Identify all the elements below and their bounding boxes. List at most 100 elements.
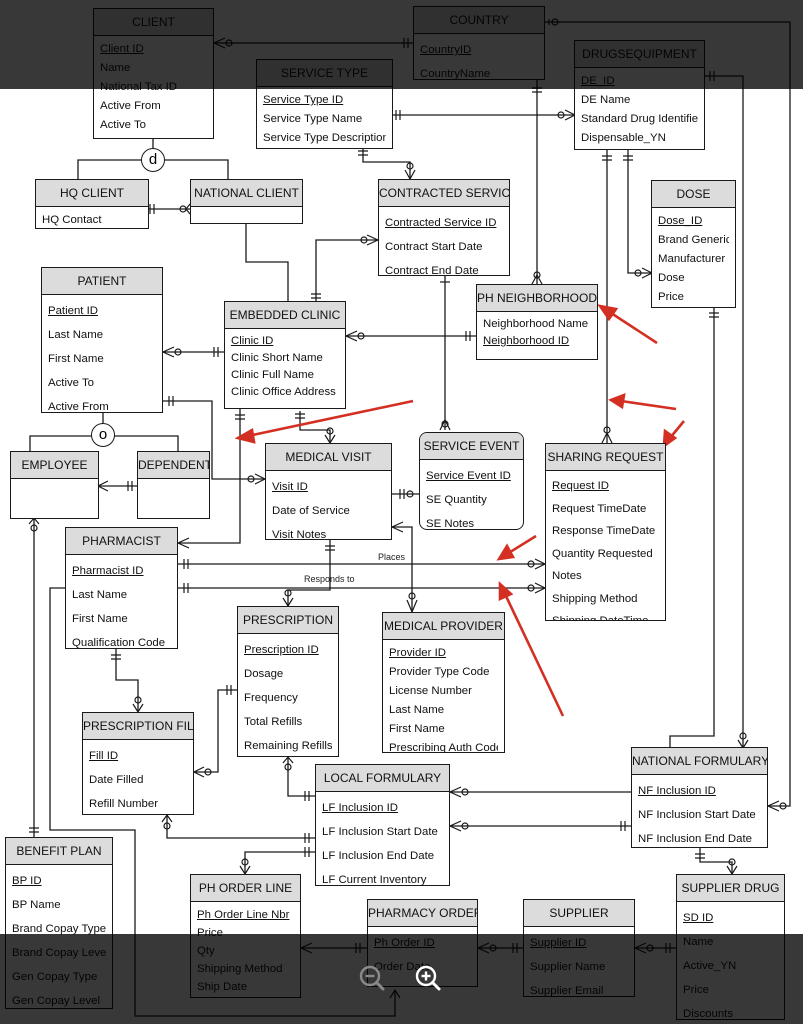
entity-title: SERVICE EVENT [420, 433, 523, 460]
primary-key-attribute: BP ID [12, 875, 42, 887]
entity-attribute: Standard Drug Identifier [581, 113, 698, 125]
entity-title: SHARING REQUEST [546, 444, 665, 471]
entity-attribute: Service Type Name [263, 113, 363, 125]
entity-title: PRESCRIPTION [238, 607, 338, 634]
entity-title: PH NEIGHBORHOOD [477, 285, 597, 312]
entity-attribute: Active To [48, 377, 95, 389]
entity-attribute: Active To [100, 119, 147, 131]
primary-key-attribute: Service Event ID [426, 470, 511, 482]
entity-title: PHARMACIST [66, 528, 177, 555]
entity-title: DOSE [652, 181, 735, 208]
entity-title: CONTRACTED SERVICE [379, 180, 509, 207]
entity-attribute: Dispensable_YN [581, 132, 666, 144]
entity-attribute: Active From [48, 401, 109, 413]
entity-attribute: Shipping DateTime [552, 615, 649, 621]
entity-attribute: First Name [72, 613, 128, 625]
entity-national-client[interactable]: NATIONAL CLIENT [190, 179, 303, 224]
entity-attribute: Contract End Date [385, 265, 479, 276]
entity-attribute: Last Name [48, 329, 104, 341]
entity-attribute: Last Name [389, 704, 445, 716]
entity-attribute: Visit Notes [272, 529, 327, 540]
entity-attribute: LF Current Inventory [322, 874, 427, 886]
overlapping-marker: o [91, 423, 115, 447]
entity-title: SUPPLIER [524, 900, 634, 927]
entity-title: LOCAL FORMULARY [316, 765, 449, 792]
entity-attribute: Date Filled [89, 774, 144, 786]
primary-key-attribute: Contracted Service ID [385, 217, 497, 229]
primary-key-attribute: Neighborhood ID [483, 335, 570, 347]
primary-key-attribute: Ph Order Line Nbr [197, 909, 290, 921]
viewer-top-overlay [0, 0, 803, 89]
entity-attribute: Clinic Office Address [231, 386, 336, 398]
entity-attribute: Qualification Code [72, 637, 166, 649]
responds-to-label: Responds to [304, 574, 355, 584]
entity-attribute: SE Notes [426, 518, 475, 530]
primary-key-attribute: LF Inclusion ID [322, 802, 398, 814]
entity-title: MEDICAL VISIT [266, 444, 391, 471]
primary-key-attribute: Patient ID [48, 305, 99, 317]
zoom-out-icon[interactable] [358, 964, 386, 992]
entity-attribute: Dosage [244, 668, 284, 680]
primary-key-attribute: Fill ID [89, 750, 119, 762]
entity-title: BENEFIT PLAN [6, 838, 112, 865]
entity-title: DEPENDENT [138, 452, 209, 479]
viewer-bottom-toolbar [0, 934, 803, 1024]
entity-attribute: Neighborhood Name [483, 318, 589, 330]
entity-service-event[interactable]: SERVICE EVENT Service Event ID SE Quantity… [419, 432, 524, 530]
entity-attribute: Shipping Method [552, 592, 638, 605]
entity-attribute: Response TimeDate [552, 525, 656, 537]
primary-key-attribute: SD ID [683, 912, 714, 924]
entity-attribute: NF Inclusion End Date [638, 833, 752, 845]
entity-attribute: Prescribing Auth Code [389, 742, 498, 753]
entity-attribute: Brand Generic [658, 234, 729, 246]
entity-attribute: Refill Number [89, 798, 158, 810]
entity-title: HQ CLIENT [36, 180, 148, 207]
entity-attribute: Contract Start Date [385, 241, 483, 253]
entity-attribute: Manufacturer [658, 253, 726, 265]
entity-title: NATIONAL FORMULARY [632, 748, 767, 775]
disjoint-marker: d [141, 148, 165, 172]
entity-attribute: Frequency [244, 692, 298, 704]
entity-attribute: SE Quantity [426, 494, 487, 506]
entity-attribute: Brand Copay Type [12, 923, 106, 935]
entity-attribute: Clinic Short Name [231, 352, 323, 364]
entity-attribute: Total Refills [244, 716, 303, 728]
entity-attribute: Price [658, 291, 684, 303]
entity-title: NATIONAL CLIENT [191, 180, 302, 207]
zoom-in-icon[interactable] [414, 964, 442, 992]
entity-title: EMBEDDED CLINIC [225, 302, 345, 329]
entity-attribute: Provider Type Code [389, 666, 490, 678]
places-label: Places [378, 552, 406, 562]
entity-title: PATIENT [42, 268, 162, 295]
entity-attribute: NF Inclusion Start Date [638, 809, 756, 821]
entity-attribute: Service Type Description [263, 132, 386, 144]
primary-key-attribute: Prescription ID [244, 644, 319, 656]
entity-title: PHARMACY ORDER [368, 900, 477, 927]
primary-key-attribute: Provider ID [389, 647, 446, 659]
entity-title: SUPPLIER DRUG [677, 875, 784, 902]
entity-attribute: Last Name [72, 589, 128, 601]
entity-employee[interactable]: EMPLOYEE [10, 451, 99, 519]
entity-contracted-service[interactable]: CONTRACTED SERVICE Contracted Service ID C… [378, 179, 510, 276]
entity-attribute: First Name [389, 723, 445, 735]
entity-title: EMPLOYEE [11, 452, 98, 479]
primary-key-attribute: Request ID [552, 480, 609, 492]
primary-key-attribute: Service Type ID [263, 94, 344, 106]
entity-attribute: Request TimeDate [552, 502, 647, 515]
entity-dependent[interactable]: DEPENDENT [137, 451, 210, 519]
entity-sharing-request[interactable]: SHARING REQUEST Request ID Request TimeDat… [545, 443, 666, 621]
entity-attribute: BP Name [12, 899, 61, 911]
entity-attribute: DE Name [581, 94, 631, 106]
